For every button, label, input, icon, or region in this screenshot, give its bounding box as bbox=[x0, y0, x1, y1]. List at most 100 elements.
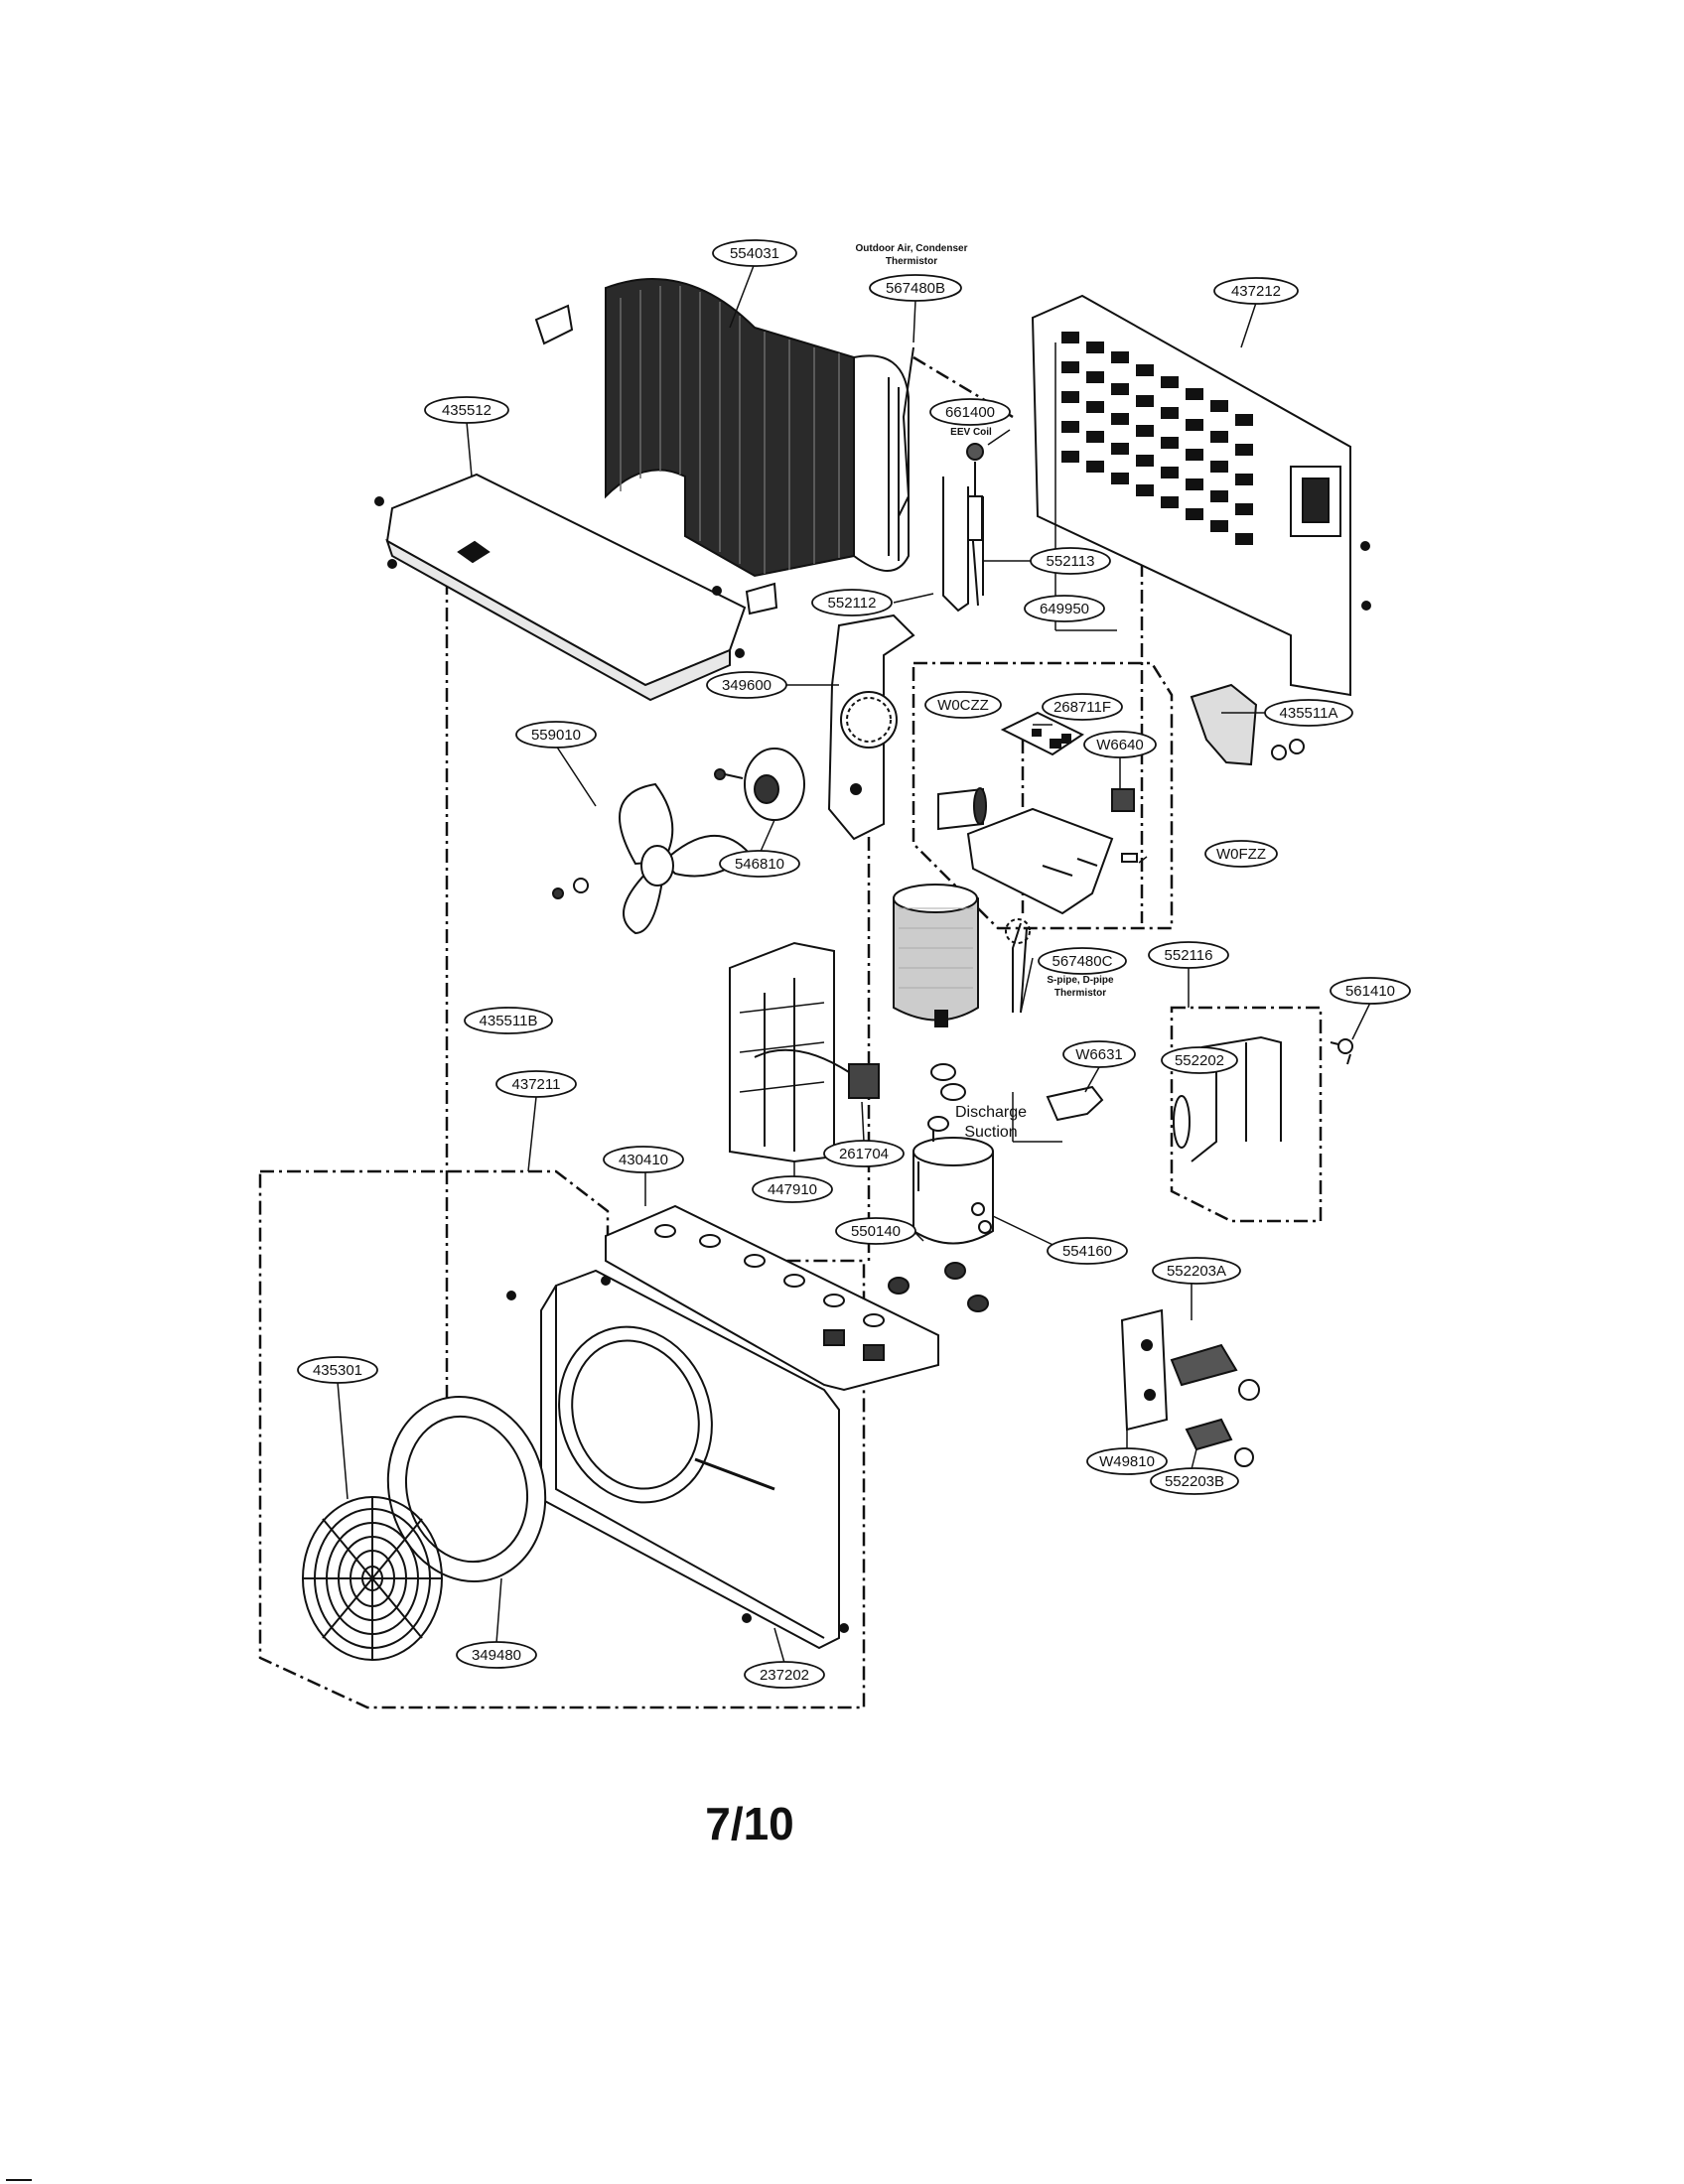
callout-237202-label: 237202 bbox=[760, 1667, 809, 1684]
page-number: 7/10 bbox=[705, 1798, 794, 1849]
callout-435512-label: 435512 bbox=[442, 402, 491, 419]
fan-guard-grille bbox=[302, 1496, 443, 1661]
callout-W49810-label: W49810 bbox=[1099, 1453, 1155, 1470]
callout-435301-label: 435301 bbox=[313, 1362, 362, 1379]
callout-430410: 430410 bbox=[603, 1146, 684, 1173]
callout-W49810: W49810 bbox=[1086, 1447, 1168, 1475]
fan-blade bbox=[552, 782, 752, 935]
callout-550140-label: 550140 bbox=[851, 1223, 901, 1240]
pipe-support bbox=[1046, 1085, 1104, 1122]
callout-435511A-label: 435511A bbox=[1280, 705, 1338, 722]
callout-437212: 437212 bbox=[1213, 277, 1299, 305]
compressor bbox=[888, 1063, 994, 1312]
callout-567480B: 567480B bbox=[869, 274, 962, 302]
fan-motor bbox=[714, 748, 805, 821]
callout-349600: 349600 bbox=[706, 671, 787, 699]
callout-559010-label: 559010 bbox=[531, 727, 581, 744]
callout-bubbles: 554031 567480B 437212 435512 661400 5521… bbox=[297, 239, 1411, 1689]
callout-W6640: W6640 bbox=[1083, 731, 1157, 758]
note-outdoor-air-line2: Thermistor bbox=[886, 256, 937, 267]
top-panel bbox=[374, 473, 747, 702]
callout-552202-label: 552202 bbox=[1175, 1052, 1224, 1069]
base-pan bbox=[605, 1204, 939, 1392]
callout-561410-label: 561410 bbox=[1345, 983, 1395, 1000]
wiring-cover bbox=[729, 941, 880, 1163]
note-eev-coil: EEV Coil bbox=[950, 427, 992, 438]
side-cover bbox=[1190, 683, 1305, 766]
callout-268711F: 268711F bbox=[1042, 693, 1123, 721]
callout-261704-label: 261704 bbox=[839, 1146, 889, 1162]
callout-552113-label: 552113 bbox=[1047, 553, 1095, 570]
note-outdoor-air-line1: Outdoor Air, Condenser bbox=[856, 243, 968, 254]
callout-649950: 649950 bbox=[1024, 595, 1105, 622]
callout-552203B-label: 552203B bbox=[1165, 1473, 1224, 1490]
rear-grille-panel bbox=[1031, 294, 1371, 697]
callout-552116-label: 552116 bbox=[1165, 947, 1213, 964]
callout-430410-label: 430410 bbox=[619, 1152, 668, 1168]
callout-567480B-label: 567480B bbox=[886, 280, 945, 297]
callout-437211: 437211 bbox=[495, 1070, 577, 1098]
coil-clip bbox=[745, 582, 778, 615]
callout-649950-label: 649950 bbox=[1040, 601, 1089, 617]
corner-mark bbox=[6, 2179, 32, 2181]
callout-437211-label: 437211 bbox=[512, 1076, 561, 1093]
callout-435511B-label: 435511B bbox=[480, 1013, 538, 1029]
callout-437212-label: 437212 bbox=[1231, 283, 1281, 300]
callout-W6631: W6631 bbox=[1062, 1040, 1136, 1068]
callout-349480-label: 349480 bbox=[472, 1647, 521, 1664]
callout-550140: 550140 bbox=[835, 1217, 916, 1245]
callout-268711F-label: 268711F bbox=[1053, 699, 1111, 716]
note-suction: Suction bbox=[964, 1124, 1017, 1141]
assembly-outlines bbox=[258, 355, 1323, 1709]
callout-447910: 447910 bbox=[752, 1175, 833, 1203]
compressor-jacket bbox=[893, 884, 979, 1027]
callout-W0FZZ: W0FZZ bbox=[1204, 840, 1278, 868]
callout-552203B: 552203B bbox=[1150, 1467, 1239, 1495]
callout-546810: 546810 bbox=[719, 850, 800, 878]
motor-bracket bbox=[827, 614, 915, 841]
callout-W0CZZ: W0CZZ bbox=[924, 691, 1002, 719]
callout-554160-label: 554160 bbox=[1062, 1243, 1112, 1260]
callout-661400: 661400 bbox=[929, 398, 1011, 426]
note-spipe-line2: Thermistor bbox=[1054, 988, 1106, 999]
callout-447910-label: 447910 bbox=[768, 1181, 817, 1198]
callout-546810-label: 546810 bbox=[735, 856, 784, 873]
front-cabinet bbox=[506, 1269, 849, 1650]
callout-435511B: 435511B bbox=[464, 1007, 553, 1034]
callout-261704: 261704 bbox=[823, 1140, 905, 1167]
pipe-thermistor bbox=[1005, 918, 1031, 1014]
callout-552112-label: 552112 bbox=[828, 595, 877, 612]
callout-435511A: 435511A bbox=[1264, 699, 1353, 727]
callout-561410: 561410 bbox=[1330, 977, 1411, 1005]
eev-piping bbox=[898, 346, 984, 613]
callout-661400-label: 661400 bbox=[945, 404, 995, 421]
callout-552113: 552113 bbox=[1030, 547, 1111, 575]
condenser-coil bbox=[605, 278, 910, 578]
service-piping bbox=[1173, 1035, 1353, 1162]
callout-559010: 559010 bbox=[515, 721, 597, 749]
electrical-components bbox=[937, 711, 1138, 915]
callout-237202: 237202 bbox=[744, 1661, 825, 1689]
valve-assembly bbox=[1120, 1308, 1260, 1467]
callout-W0CZZ-label: W0CZZ bbox=[937, 697, 989, 714]
callout-552202: 552202 bbox=[1161, 1046, 1238, 1074]
callout-552203A-label: 552203A bbox=[1167, 1263, 1226, 1280]
callout-552112: 552112 bbox=[811, 589, 893, 616]
callout-554031-label: 554031 bbox=[730, 245, 779, 262]
callout-554031: 554031 bbox=[712, 239, 797, 267]
callout-349600-label: 349600 bbox=[722, 677, 772, 694]
callout-567480C-label: 567480C bbox=[1052, 953, 1113, 970]
callout-435301: 435301 bbox=[297, 1356, 378, 1384]
callout-W0FZZ-label: W0FZZ bbox=[1216, 846, 1266, 863]
callout-W6631-label: W6631 bbox=[1075, 1046, 1123, 1063]
callout-349480: 349480 bbox=[456, 1641, 537, 1669]
callout-554160: 554160 bbox=[1047, 1237, 1128, 1265]
note-discharge: Discharge bbox=[955, 1104, 1027, 1121]
callout-552203A: 552203A bbox=[1152, 1257, 1241, 1285]
callout-567480C: 567480C bbox=[1038, 947, 1127, 975]
callout-435512: 435512 bbox=[424, 396, 509, 424]
callout-W6640-label: W6640 bbox=[1096, 737, 1144, 753]
annotation-notes: Outdoor Air, Condenser Thermistor EEV Co… bbox=[856, 243, 1115, 1141]
coil-clip bbox=[534, 304, 574, 345]
orifice-ring bbox=[386, 1395, 547, 1583]
